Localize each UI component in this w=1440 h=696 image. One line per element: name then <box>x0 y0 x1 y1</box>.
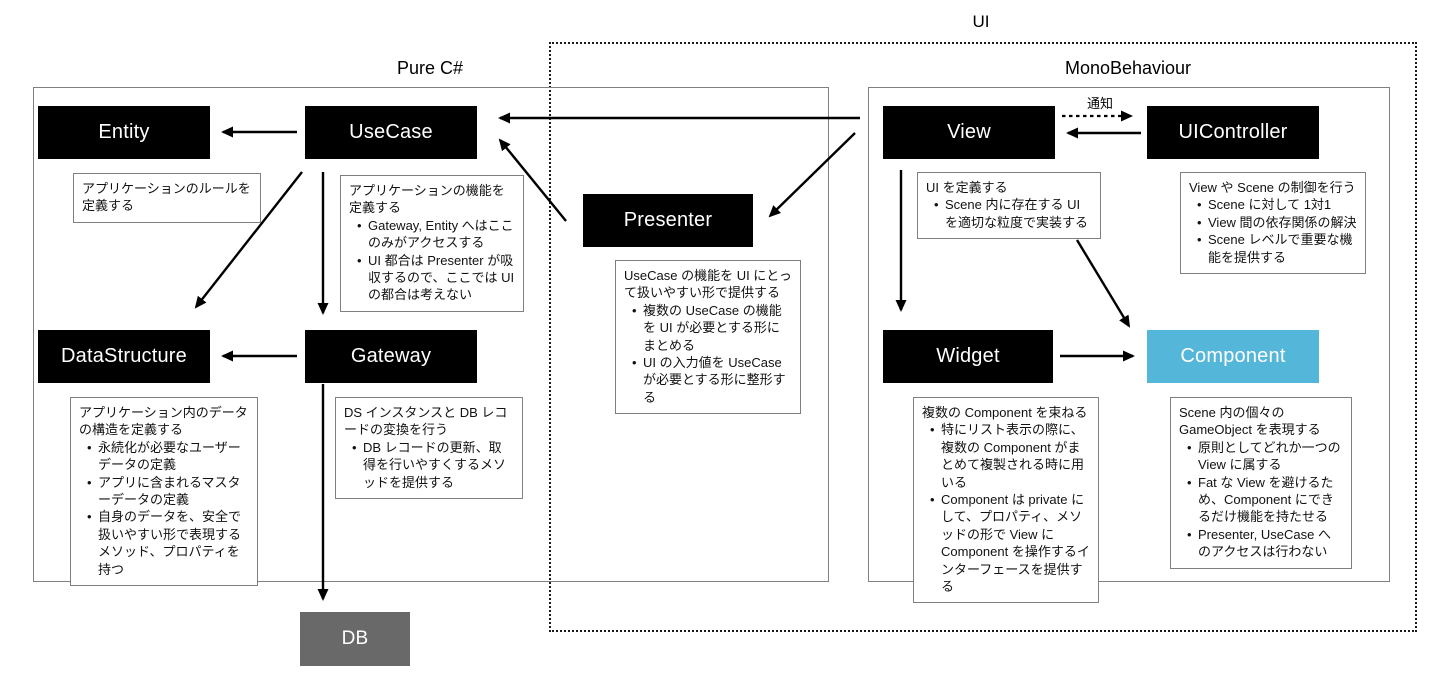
annotation-bullet: 原則としてどれか一つの View に属する <box>1187 439 1343 474</box>
node-datastructure: DataStructure <box>38 330 210 383</box>
annotation-bullet: Fat な View を避けるため、Component にできるだけ機能を持たせ… <box>1187 474 1343 526</box>
annotation-bullet: Component は private にして、プロパティ、メソッドの形で Vi… <box>930 491 1090 595</box>
annotation-uicontroller-bullets: Scene に対して 1対1 View 間の依存関係の解決 Scene レベルで… <box>1189 196 1357 266</box>
notify-edge-label: 通知 <box>1086 96 1113 111</box>
annotation-bullet: DB レコードの更新、取得を行いやすくするメソッドを提供する <box>352 439 514 491</box>
node-view: View <box>883 106 1055 159</box>
node-datastructure-label: DataStructure <box>61 345 187 367</box>
annotation-bullet: View 間の依存関係の解決 <box>1197 214 1357 232</box>
annotation-usecase-bullets: Gateway, Entity へはここのみがアクセスする UI 都合は Pre… <box>349 217 515 304</box>
node-component-label: Component <box>1180 345 1286 367</box>
annotation-bullet: Scene レベルで重要な機能を提供する <box>1197 231 1357 266</box>
annotation-datastructure-text: アプリケーション内のデータの構造を定義する <box>79 405 248 438</box>
node-entity: Entity <box>38 106 210 159</box>
annotation-entity-text: アプリケーションのルールを定義する <box>82 181 251 214</box>
annotation-datastructure: アプリケーション内のデータの構造を定義する 永続化が必要なユーザーデータの定義 … <box>70 397 258 587</box>
node-usecase-label: UseCase <box>349 121 433 143</box>
annotation-uicontroller-text: View や Scene の制御を行う <box>1189 180 1356 195</box>
annotation-view-bullets: Scene 内に存在する UI を適切な粒度で実装する <box>926 196 1092 231</box>
node-usecase: UseCase <box>305 106 477 159</box>
annotation-uicontroller: View や Scene の制御を行う Scene に対して 1対1 View … <box>1180 172 1366 275</box>
ui-group-title: UI <box>972 12 990 31</box>
node-view-label: View <box>947 121 991 143</box>
annotation-usecase-text: アプリケーションの機能を定義する <box>349 183 505 216</box>
annotation-gateway-text: DS インスタンスと DB レコードの変換を行う <box>344 405 508 438</box>
annotation-datastructure-bullets: 永続化が必要なユーザーデータの定義 アプリに含まれるマスターデータの定義 自身の… <box>79 439 249 578</box>
annotation-presenter-bullets: 複数の UseCase の機能を UI が必要とする形にまとめる UI の入力値… <box>624 302 792 406</box>
annotation-bullet: 複数の UseCase の機能を UI が必要とする形にまとめる <box>632 302 792 354</box>
annotation-bullet: 永続化が必要なユーザーデータの定義 <box>87 439 249 474</box>
monobehaviour-group-title: MonoBehaviour <box>1064 58 1192 78</box>
annotation-gateway: DS インスタンスと DB レコードの変換を行う DB レコードの更新、取得を行… <box>335 397 523 500</box>
pure-csharp-group-title: Pure C# <box>396 58 464 78</box>
node-gateway: Gateway <box>305 330 477 383</box>
node-uicontroller-label: UIController <box>1178 121 1288 143</box>
annotation-widget: 複数の Component を束ねる 特にリスト表示の際に、複数の Compon… <box>913 397 1099 604</box>
annotation-gateway-bullets: DB レコードの更新、取得を行いやすくするメソッドを提供する <box>344 439 514 491</box>
annotation-bullet: Scene 内に存在する UI を適切な粒度で実装する <box>934 196 1092 231</box>
annotation-bullet: 自身のデータを、安全で扱いやすい形で表現するメソッド、プロパティを持つ <box>87 508 249 578</box>
annotation-widget-bullets: 特にリスト表示の際に、複数の Component がまとめて複製される時に用いる… <box>922 421 1090 595</box>
annotation-bullet: UI 都合は Presenter が吸収するので、ここでは UI の都合は考えな… <box>357 252 515 304</box>
monobehaviour-group-box <box>868 87 1390 582</box>
annotation-bullet: Scene に対して 1対1 <box>1197 196 1357 214</box>
annotation-component: Scene 内の個々の GameObject を表現する 原則としてどれか一つの… <box>1170 397 1352 569</box>
node-entity-label: Entity <box>98 121 150 143</box>
annotation-view-text: UI を定義する <box>926 180 1008 195</box>
annotation-bullet: UI の入力値を UseCase が必要とする形に整形する <box>632 354 792 406</box>
node-presenter-label: Presenter <box>623 209 713 231</box>
node-presenter: Presenter <box>583 194 753 247</box>
annotation-bullet: アプリに含まれるマスターデータの定義 <box>87 474 249 509</box>
node-widget: Widget <box>883 330 1053 383</box>
node-uicontroller: UIController <box>1147 106 1319 159</box>
annotation-bullet: Gateway, Entity へはここのみがアクセスする <box>357 217 515 252</box>
ui-group-box <box>549 42 1417 632</box>
annotation-component-text: Scene 内の個々の GameObject を表現する <box>1179 405 1321 438</box>
annotation-presenter-text: UseCase の機能を UI にとって扱いやすい形で提供する <box>624 268 792 301</box>
node-db: DB <box>300 612 410 666</box>
annotation-bullet: Presenter, UseCase へのアクセスは行わない <box>1187 526 1343 561</box>
annotation-widget-text: 複数の Component を束ねる <box>922 405 1088 420</box>
pure-csharp-group-box <box>33 87 829 582</box>
annotation-view: UI を定義する Scene 内に存在する UI を適切な粒度で実装する <box>917 172 1101 240</box>
annotation-component-bullets: 原則としてどれか一つの View に属する Fat な View を避けるため、… <box>1179 439 1343 561</box>
annotation-presenter: UseCase の機能を UI にとって扱いやすい形で提供する 複数の UseC… <box>615 260 801 415</box>
annotation-entity: アプリケーションのルールを定義する <box>73 173 261 223</box>
node-widget-label: Widget <box>936 345 1000 367</box>
annotation-bullet: 特にリスト表示の際に、複数の Component がまとめて複製される時に用いる <box>930 421 1090 491</box>
annotation-usecase: アプリケーションの機能を定義する Gateway, Entity へはここのみが… <box>340 175 524 312</box>
node-gateway-label: Gateway <box>350 345 432 367</box>
node-db-label: DB <box>341 628 369 649</box>
node-component: Component <box>1147 330 1319 383</box>
